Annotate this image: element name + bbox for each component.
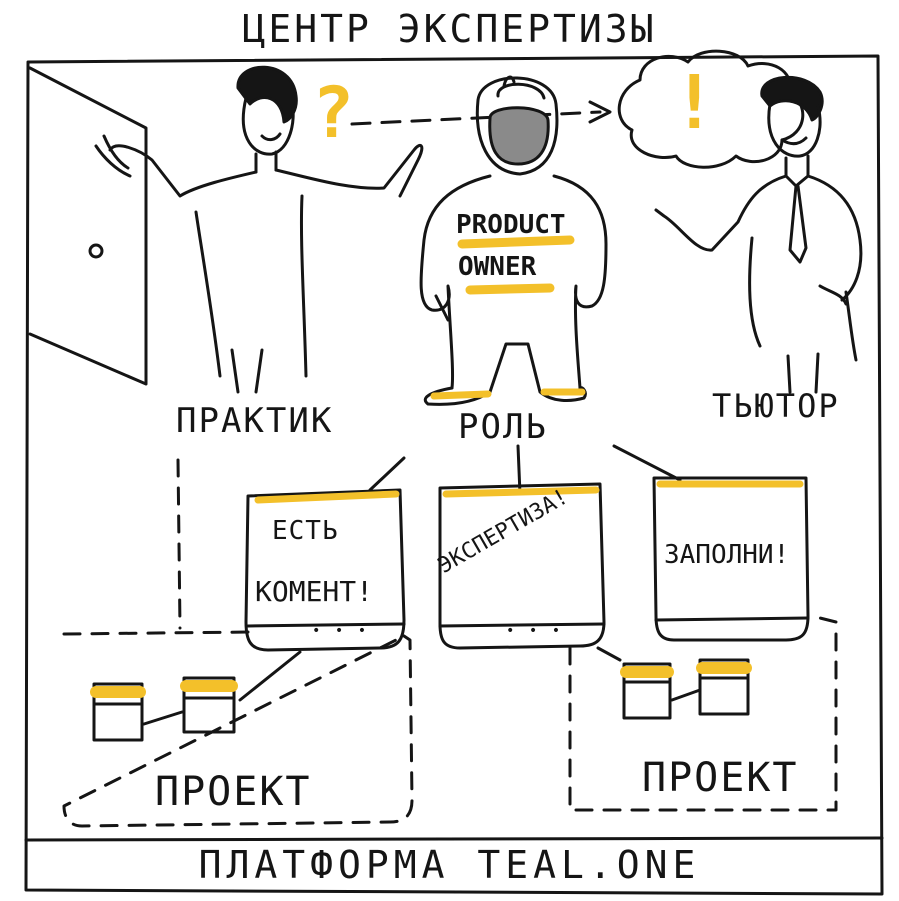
connector-role-left	[368, 456, 406, 492]
question-mark-icon: ?	[312, 72, 355, 154]
door-icon	[28, 66, 148, 386]
card-3	[652, 476, 810, 642]
tutor-figure	[654, 76, 863, 394]
project-2-box	[568, 614, 838, 812]
card-1-text-line1: ЕСТЬ	[272, 516, 339, 546]
project-1-box	[62, 630, 414, 828]
card-2-dots: • • •	[506, 623, 564, 639]
badge-underline-1	[457, 235, 575, 249]
outer-frame	[24, 54, 884, 896]
astronaut-figure	[419, 75, 608, 406]
project-2-doc-a	[620, 662, 674, 720]
project-1-doc-b	[180, 676, 238, 734]
label-practitioner: ПРАКТИК	[176, 401, 334, 441]
card-3-text: ЗАПОЛНИ!	[664, 540, 790, 570]
badge-underline-2	[465, 283, 555, 295]
practitioner-figure	[94, 65, 424, 394]
helmet-visor	[488, 106, 550, 166]
card-2	[438, 482, 606, 650]
page-title: ЦЕНТР ЭКСПЕРТИЗЫ	[242, 7, 657, 51]
project-2-doc-b	[696, 658, 752, 716]
platform-divider	[24, 836, 884, 842]
exclamation-mark-icon: !	[672, 60, 717, 146]
connector-tutor	[612, 444, 682, 482]
label-tutor: ТЬЮТОР	[712, 387, 840, 425]
boot-highlight-left	[430, 390, 492, 400]
card-1-dots: • • •	[312, 623, 370, 639]
dashed-practitioner-line	[176, 458, 182, 630]
badge-line-product: PRODUCT	[456, 210, 566, 240]
project-1-doc-a	[90, 682, 146, 742]
label-platform: ПЛАТФОРМА TEAL.ONE	[198, 843, 701, 887]
label-project-2: ПРОЕКТ	[642, 755, 799, 801]
card-1-text-line2: КОМЕНТ!	[255, 575, 374, 608]
label-role: РОЛЬ	[458, 407, 548, 447]
label-project-1: ПРОЕКТ	[155, 769, 312, 815]
badge-line-owner: OWNER	[458, 252, 537, 282]
